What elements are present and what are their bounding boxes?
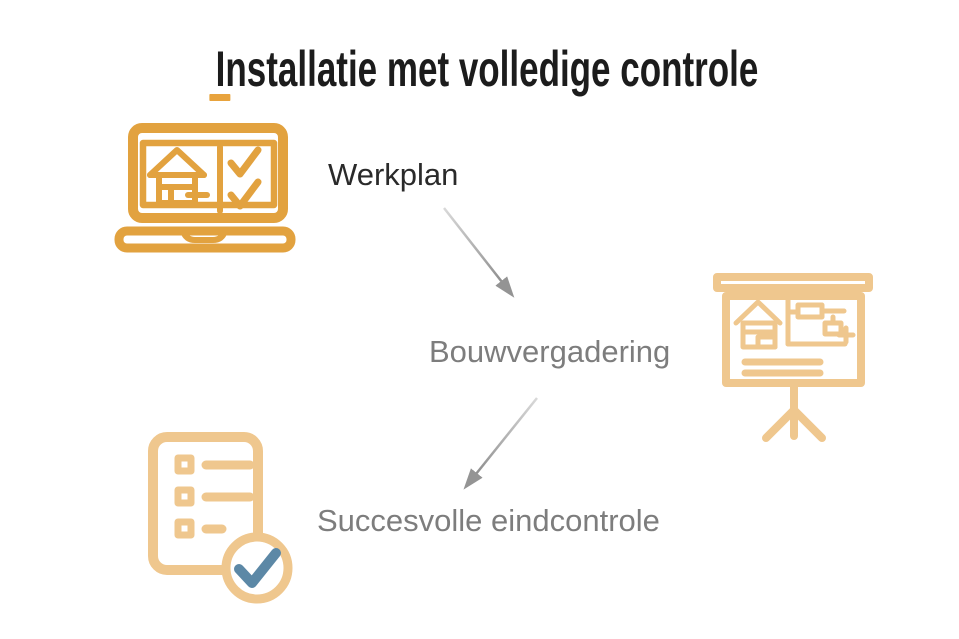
blue-checkmark-icon — [234, 548, 281, 588]
title-rest: nstallatie met volledige controle — [225, 41, 759, 97]
arrow-bouwvergadering-to-eindcontrole — [463, 397, 538, 490]
gantt-chart-glyph — [785, 297, 856, 347]
board-surface — [722, 292, 865, 387]
presentation-board-icon — [713, 273, 873, 442]
laptop-base-notch — [180, 228, 228, 243]
step-label-bouwvergadering: Bouwvergadering — [429, 334, 671, 369]
list-lines — [201, 460, 255, 534]
tripod-stand — [762, 383, 826, 442]
laptop-checklist-icon — [114, 123, 296, 253]
step-label-werkplan: Werkplan — [328, 157, 459, 192]
house-glyph — [733, 299, 783, 350]
arrow-werkplan-to-bouwvergadering — [443, 207, 515, 298]
page-title: Installatie met volledige controle — [209, 41, 759, 101]
text-lines-glyph — [741, 358, 824, 377]
document-outline — [148, 432, 263, 575]
checkbox-squares — [174, 454, 195, 539]
laptop-base — [114, 226, 296, 253]
checklist-approved-icon — [148, 432, 293, 604]
board-top-bar — [713, 273, 873, 292]
checkmarks-glyph — [227, 146, 262, 210]
laptop-screen-inner — [139, 139, 278, 209]
step-label-succesvolle-eindcontrole: Succesvolle eindcontrole — [317, 503, 660, 538]
title-first-letter: I — [209, 41, 231, 101]
house-glyph — [147, 147, 210, 206]
laptop-screen-frame — [128, 123, 288, 223]
